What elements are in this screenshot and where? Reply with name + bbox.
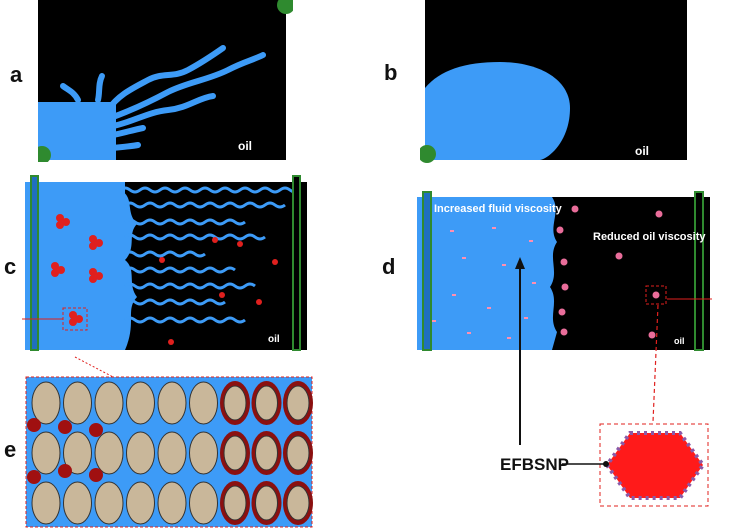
panel-label-d: d [382, 254, 396, 279]
pore-grains [31, 381, 313, 525]
flower-particle-icon [556, 205, 663, 339]
oil-label-d: oil [674, 336, 685, 346]
sand-grain [31, 431, 61, 475]
production-well-pipe-icon [694, 191, 704, 351]
dispersed-particles [432, 227, 536, 339]
nanoparticle-zoom [599, 304, 709, 507]
sand-grain [31, 381, 61, 425]
zoom-box [645, 285, 667, 305]
sand-grain [63, 381, 92, 425]
nanoparticle-pointer [562, 461, 609, 467]
panel-label-e: e [4, 437, 17, 462]
water-zone [38, 102, 116, 160]
sand-grain [63, 431, 92, 475]
sand-grain [157, 381, 187, 425]
wellhead-icon [38, 146, 51, 162]
sand-grain [189, 431, 218, 475]
panel-d: Increased fluid viscosity Reduced oil vi… [412, 172, 712, 357]
displacing-fluid-zone [417, 197, 557, 350]
sand-grain [286, 385, 310, 421]
water-sweep-zone [425, 62, 570, 160]
efbsnp-arrow [515, 257, 525, 445]
panel-label-c: c [4, 254, 17, 279]
zoom-connector-c [22, 318, 116, 379]
panel-label-a: a [10, 62, 23, 87]
wellhead-icon [277, 0, 293, 14]
sand-grain [286, 485, 310, 521]
sand-grain [94, 481, 124, 525]
panel-e [25, 375, 315, 529]
sand-grain [94, 381, 124, 425]
oil-label-c: oil [268, 334, 280, 345]
droplet-cluster-icon [51, 214, 278, 345]
panel-label-b: b [384, 60, 398, 85]
panel-b: oil [420, 0, 690, 165]
panel-c: oil [25, 172, 310, 357]
sand-grain [126, 481, 155, 525]
injection-well-pipe-icon [30, 175, 39, 351]
sand-grain [31, 481, 61, 525]
oil-label-b: oil [635, 144, 649, 158]
production-well-pipe-icon [292, 175, 301, 351]
sand-grain [255, 385, 278, 421]
oil-label-a: oil [238, 139, 252, 153]
hexagon-nanoparticle-icon [604, 431, 706, 500]
sand-grain [157, 481, 187, 525]
sand-grain [255, 485, 278, 521]
sand-grain [223, 435, 247, 471]
sand-grain [223, 385, 247, 421]
reduced-viscosity-label: Reduced oil viscosity [593, 231, 706, 243]
increased-viscosity-label: Increased fluid viscosity [434, 203, 563, 215]
sand-grain [189, 381, 218, 425]
efbsnp-label: EFBSNP [500, 455, 569, 474]
sand-grain [63, 481, 92, 525]
injection-well-pipe-icon [422, 191, 432, 351]
sand-grain [126, 431, 155, 475]
sand-grain [126, 381, 155, 425]
sand-grain [157, 431, 187, 475]
panel-a: oil [38, 0, 293, 162]
sand-grain [223, 485, 247, 521]
water-fingers [119, 186, 301, 324]
wellhead-icon [420, 145, 436, 163]
sand-grain [189, 481, 218, 525]
sand-grain [94, 431, 124, 475]
sand-grain [255, 435, 278, 471]
viscous-fingers [60, 45, 266, 151]
sand-grain [286, 435, 310, 471]
trapped-oil-blobs [27, 418, 103, 484]
